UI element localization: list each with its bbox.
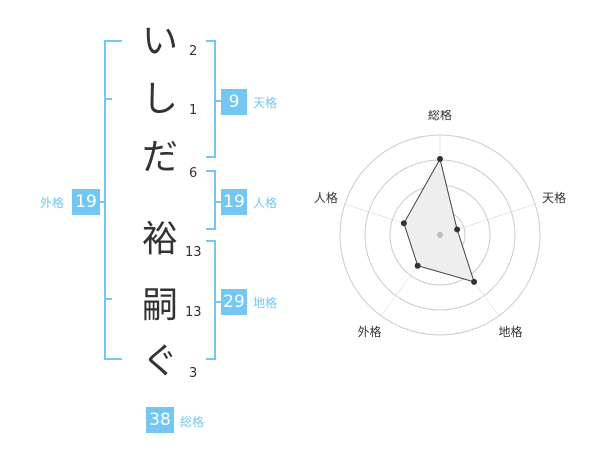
radar-point (471, 278, 478, 285)
gaikaku-label: 外格 (40, 196, 65, 210)
stroke-count-2: 1 (189, 103, 198, 118)
name-char-3: だ (141, 137, 178, 178)
chikaku-label: 地格 (253, 296, 278, 310)
jinkaku-value-badge: 19 (221, 189, 247, 215)
tenkaku-value-badge: 9 (221, 89, 247, 115)
radar-axis-label: 人格 (314, 190, 338, 205)
gaikaku-value-badge: 19 (72, 189, 100, 215)
radar-axis-label: 地格 (499, 324, 523, 339)
name-char-6: ぐ (141, 341, 178, 382)
tenkaku-label: 天格 (253, 96, 278, 110)
gaikaku-bracket (104, 40, 106, 360)
tenkaku-bracket (214, 40, 216, 158)
stroke-count-5: 13 (185, 305, 202, 320)
stroke-count-6: 3 (189, 366, 198, 381)
gaikaku-bracket-bottom (104, 358, 122, 360)
radar-center (437, 232, 443, 238)
radar-point (400, 220, 407, 227)
radar-point (414, 262, 421, 269)
gaikaku-bracket-top (104, 40, 122, 42)
radar-axis-label: 天格 (542, 190, 566, 205)
stroke-count-1: 2 (189, 44, 198, 59)
radar-polygon (403, 157, 475, 283)
tenkaku-bracket-bottom (206, 156, 216, 158)
radar-axis-label: 外格 (357, 324, 381, 339)
name-char-1: い (141, 21, 178, 62)
jinkaku-bracket-bottom (206, 228, 216, 230)
chikaku-bracket-top (206, 240, 216, 242)
chikaku-bracket (214, 240, 216, 360)
radar-axis-label: 総格 (428, 110, 452, 122)
name-char-4: 裕 (141, 219, 178, 260)
jinkaku-bracket (214, 170, 216, 230)
chikaku-value-badge: 29 (221, 289, 247, 315)
radar-points (400, 156, 478, 285)
jinkaku-connector (214, 201, 222, 203)
name-char-5: 嗣 (141, 285, 178, 326)
tenkaku-connector (214, 100, 222, 102)
chikaku-bracket-bottom (206, 358, 216, 360)
soukaku-value-badge: 38 (146, 407, 174, 433)
jinkaku-label: 人格 (253, 196, 278, 210)
chikaku-connector (214, 301, 222, 303)
stroke-count-4: 13 (185, 245, 202, 260)
name-char-2: し (141, 79, 178, 120)
soukaku-label: 総格 (180, 415, 205, 429)
gaikaku-connector (96, 201, 104, 203)
radar-point (437, 156, 443, 162)
stroke-count-3: 6 (189, 166, 198, 181)
radar-point (454, 226, 461, 233)
jinkaku-bracket-top (206, 170, 216, 172)
gaikaku-tick-2 (104, 298, 112, 300)
gaikaku-tick-1 (104, 98, 112, 100)
tenkaku-bracket-top (206, 40, 216, 42)
